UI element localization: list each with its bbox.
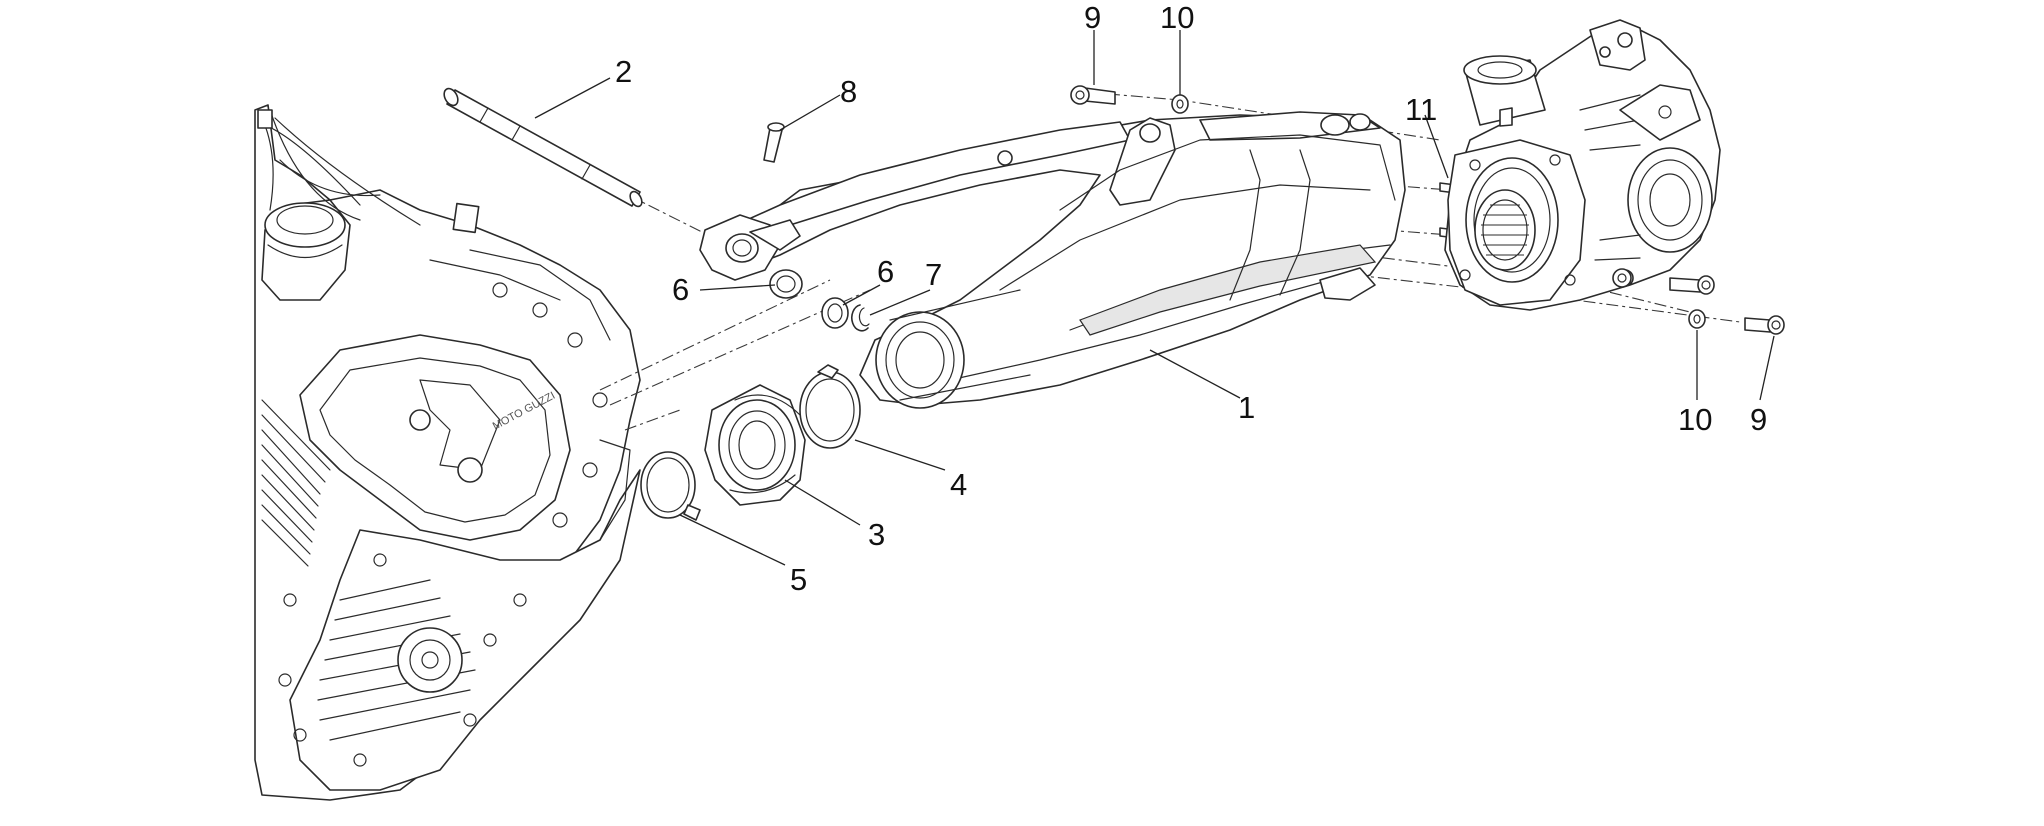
callout-3: 3 [868,517,885,552]
clamp-small [640,451,701,521]
callout-4: 4 [950,467,967,502]
bolt-middle [1669,275,1715,295]
engine-block-illustration: MOTO GUZZI [254,104,641,801]
callout-7: 7 [925,257,942,292]
screw-top [763,122,785,163]
callout-5: 5 [790,562,807,597]
leader-lines [534,30,1775,566]
washer-bottom [1688,309,1706,329]
gaiter [704,384,806,506]
callout-labels: 1 2 3 4 5 6 6 7 8 9 10 11 10 9 [615,0,1767,597]
callout-6a: 6 [672,272,689,307]
washer-top [1171,94,1189,114]
washer-middle [1612,268,1632,288]
callout-2: 2 [615,54,632,89]
circlip [851,304,870,332]
swingarm [699,111,1406,409]
callout-11: 11 [1405,92,1437,127]
clamp-large [799,364,861,449]
callout-6b: 6 [877,254,894,289]
bearing-right [821,297,849,329]
callout-1: 1 [1238,390,1255,425]
bearing-left [769,269,803,299]
callout-9a: 9 [1084,0,1101,35]
pivot-shaft [443,87,643,208]
callout-8: 8 [840,74,857,109]
bolt-bottom [1744,315,1785,335]
final-drive-housing [1444,19,1721,311]
callout-10a: 10 [1160,0,1194,35]
callout-10b: 10 [1678,402,1712,437]
bolt-top [1070,85,1116,105]
callout-9b: 9 [1750,402,1767,437]
